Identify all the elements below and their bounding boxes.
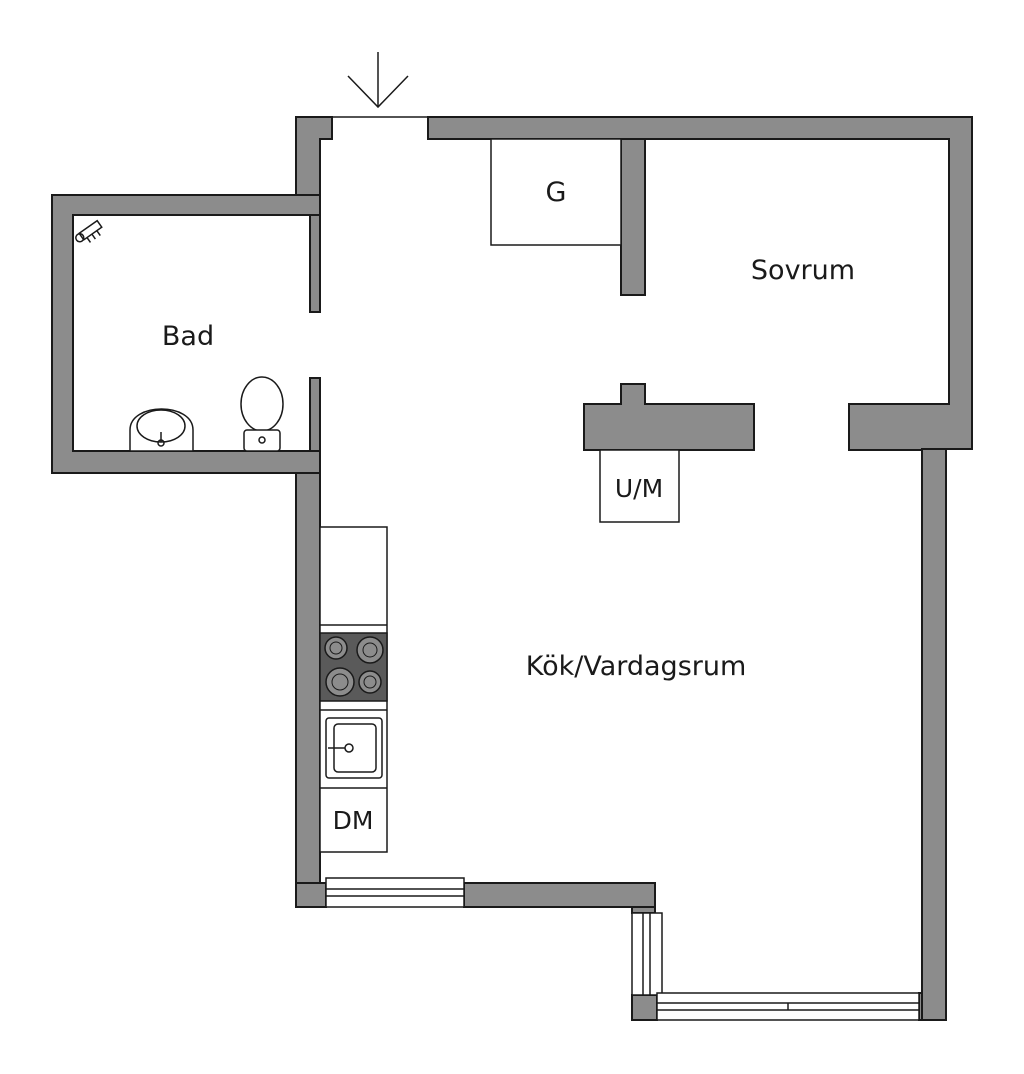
room-label-bad: Bad bbox=[162, 321, 214, 352]
wall-center-stub bbox=[583, 383, 755, 451]
shower-icon bbox=[75, 219, 103, 243]
wall-kitchen-left bbox=[295, 472, 321, 908]
stove-icon bbox=[319, 632, 388, 702]
wall-bathroom bbox=[51, 194, 321, 474]
wardrobe-label: G bbox=[546, 177, 567, 208]
window-bottom-left bbox=[325, 877, 465, 908]
kitchen-sink-icon bbox=[325, 717, 383, 779]
sink-icon bbox=[129, 408, 194, 452]
wall-bottom-mid bbox=[463, 882, 656, 913]
wall-right-lower bbox=[921, 448, 947, 1021]
toilet-icon bbox=[240, 376, 284, 452]
washer-dryer: U/M bbox=[599, 449, 680, 523]
window-bay-left bbox=[631, 912, 663, 996]
entrance bbox=[332, 52, 428, 118]
wall-top-right bbox=[427, 116, 973, 451]
wall-top-left bbox=[295, 116, 333, 196]
room-label-sovrum: Sovrum bbox=[751, 255, 855, 286]
wall-bath-right-lower bbox=[309, 377, 321, 452]
arrow-down-icon bbox=[347, 52, 409, 109]
dishwasher-label: DM bbox=[333, 806, 374, 835]
dishwasher: DM bbox=[333, 806, 374, 835]
wall-bottom-left bbox=[295, 882, 327, 908]
washer-dryer-label: U/M bbox=[615, 474, 663, 503]
wardrobe: G bbox=[490, 138, 622, 246]
walls bbox=[51, 116, 973, 1021]
window-bottom-right bbox=[656, 992, 920, 1021]
wall-bay-left-top bbox=[631, 906, 656, 914]
wall-bath-right-upper bbox=[309, 214, 321, 313]
room-label-kok-vardagsrum: Kök/Vardagsrum bbox=[526, 651, 747, 682]
wall-bay-left-bottom bbox=[631, 994, 658, 1021]
wall-bedroom-partition bbox=[620, 138, 646, 296]
